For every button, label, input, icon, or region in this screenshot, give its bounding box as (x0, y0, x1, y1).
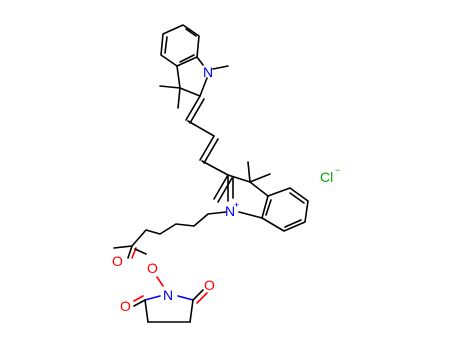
bottom-methyl-right (249, 173, 271, 183)
ester-o-n-bond (156, 276, 164, 287)
succinimide-ring (133, 289, 208, 323)
imide-carbonyl-left-b (133, 295, 144, 302)
ester-carbonyl-a (127, 245, 133, 259)
top-n-methyl (212, 65, 229, 70)
imide-carbonyl-right-b (196, 292, 208, 304)
bottom-benzene-double-2 (284, 219, 302, 228)
ester-c-o-bond (134, 248, 147, 255)
imide-n-right (177, 295, 194, 301)
bottom-n-c7a-bond (238, 211, 263, 219)
atom-o-imide-left: O (120, 298, 131, 314)
top-methyl-down (177, 87, 181, 109)
bottom-benzene-double-3 (265, 199, 272, 216)
atom-n-succinimide: N (163, 287, 173, 303)
chain-double-1b (189, 98, 205, 124)
imide-c-right (189, 299, 194, 323)
polymethine-chain (185, 95, 233, 203)
top-benzene-double-2 (179, 54, 195, 63)
atom-o-imide-right: O (204, 277, 215, 293)
top-n-c7a-bond (196, 56, 204, 66)
atom-n-cation: N (225, 203, 235, 219)
imide-n-left (144, 295, 161, 301)
imide-carbonyl-right-a (192, 289, 204, 301)
top-methyl-left (159, 85, 181, 89)
chain-single-1 (187, 120, 215, 137)
bottom-indolium-ring (227, 161, 309, 232)
chain-double-3a (213, 174, 229, 200)
linker-chain (113, 211, 227, 249)
imide-c-left (144, 299, 149, 323)
bottom-methyl-up (247, 161, 251, 183)
atom-chloride-charge: − (335, 165, 340, 175)
atom-n-cation-charge: + (234, 200, 239, 210)
chain-double-3b (217, 177, 233, 203)
chain-single-2 (201, 160, 229, 176)
bottom-benzene-double-1 (289, 192, 305, 204)
top-benzene-double-1 (164, 36, 168, 54)
atom-o-ester-carbonyl: O (112, 253, 123, 269)
chain-double-2a (199, 135, 215, 161)
hexanoyl-linker (113, 211, 227, 287)
atom-o-ester-link: O (147, 260, 158, 276)
bottom-c3-c3a-bond (249, 181, 269, 197)
top-indoline-ring (159, 24, 229, 109)
bottom-c2-c3-bond (227, 174, 251, 183)
imide-carbonyl-left-a (133, 299, 146, 307)
top-n-c2-bond (199, 77, 208, 97)
chain-double-2b (203, 138, 219, 164)
chain-double-1a (185, 95, 201, 121)
bottom-benzene-ring (261, 187, 309, 232)
atom-n-top: N (203, 64, 213, 80)
top-c2-c3-bond (179, 87, 201, 97)
atom-chloride: Cl (320, 169, 333, 185)
top-c3-bond (176, 65, 181, 89)
top-benzene-double-3 (185, 28, 197, 37)
